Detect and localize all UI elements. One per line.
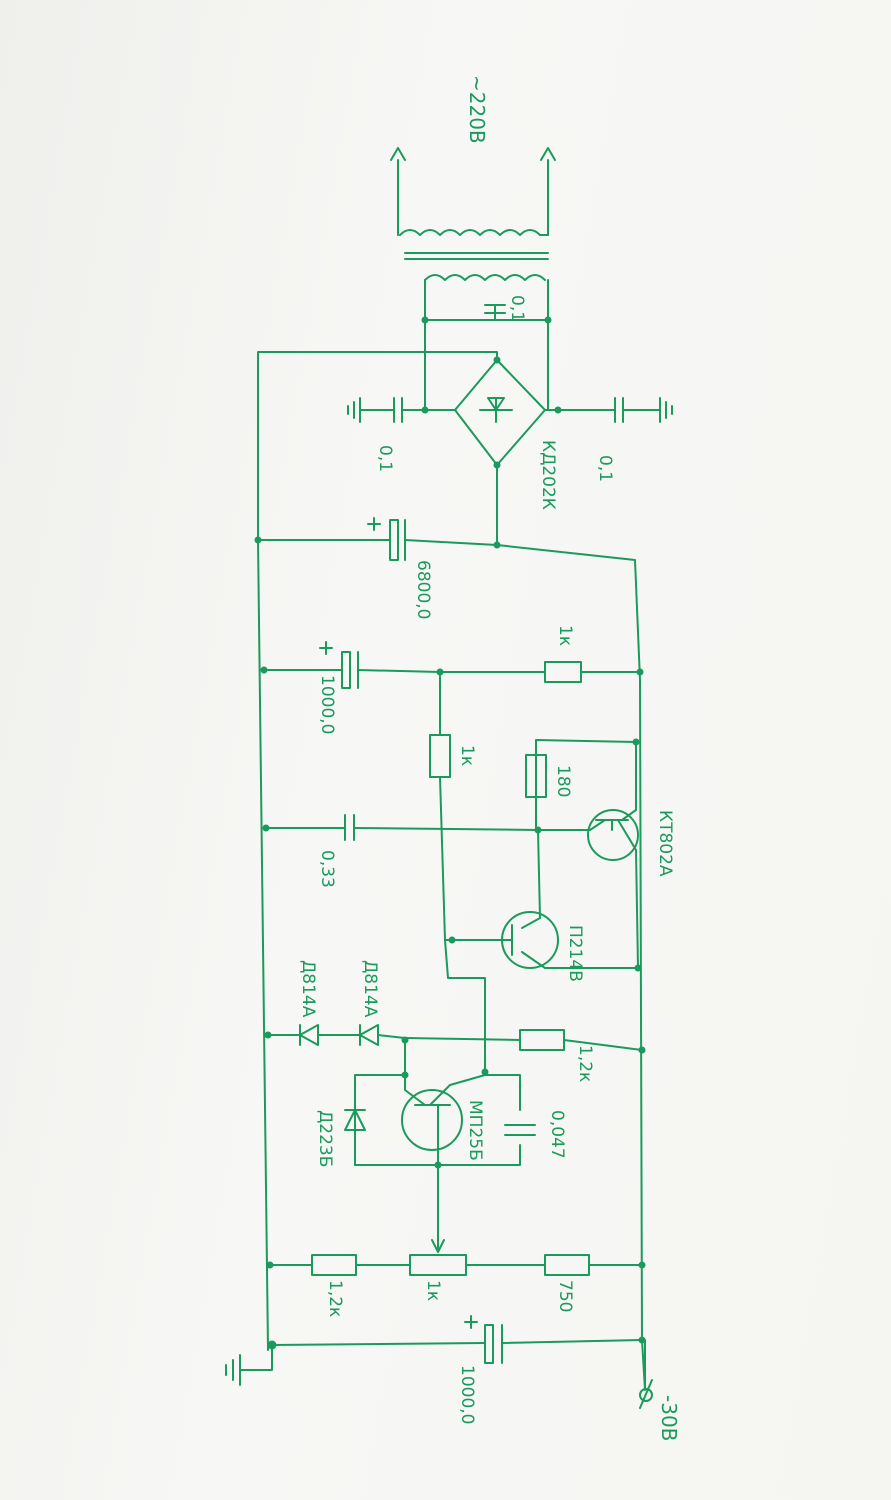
diode-bridge [257,319,562,546]
diode-label: Д223Б [315,1110,335,1167]
output-voltage-label: -30В [657,1395,681,1441]
supply-input-label: ~220В [465,75,489,144]
cap-033-label: 0,33 [317,850,337,888]
zener-1-label: Д814А [298,960,318,1018]
transistor-mp25b [354,1039,521,1169]
cap-1000-bottom-label: 1000,0 [457,1365,477,1424]
bridge-cap-left-label: 0,1 [375,445,395,472]
transformer-secondary [421,279,552,324]
zener-2-label: Д814А [360,960,380,1018]
bridge-cap-right-label: 0,1 [595,455,615,482]
cap-0047 [504,1124,536,1136]
bridge-cap-right [557,397,673,423]
cap-1000-top [260,641,444,689]
rails [254,536,646,1391]
res-12k-bottom-label: 1,2к [325,1280,345,1317]
bottom-divider [266,1164,646,1276]
transistor-p214v [444,829,639,969]
res-1k-mid [429,671,451,941]
main-capacitor [367,517,498,561]
bridge-label: КД202К [538,440,558,510]
cap-1000-top-label: 1000,0 [317,675,337,734]
mains-input [390,147,556,281]
bridge-cap-left [347,397,426,423]
res-1k-top-label: 1к [555,625,575,646]
diode-d223b [344,1109,366,1131]
cap-033 [262,814,539,841]
res-12k-top-label: 1,2к [575,1045,595,1082]
res-1k-mid-label: 1к [457,745,477,766]
res-750-label: 750 [555,1280,575,1312]
res-180-label: 180 [553,765,573,797]
ground-symbol [225,1344,273,1386]
transistor-mp-label: МП25Б [465,1100,485,1161]
pot-1k-label: 1к [423,1280,443,1301]
power-transistor-label: КТ802А [655,810,675,877]
output-terminal [639,1339,653,1409]
res-1k-top [439,661,644,683]
transformer-cap-label: 0,1 [507,295,527,322]
main-cap-label: 6800,0 [413,560,433,619]
transistor-kt802a [537,741,642,972]
cap-0047-label: 0,047 [547,1110,567,1159]
feed-wire [444,939,486,1071]
transistor-p214-label: П214В [565,925,585,982]
cap-1000-bottom [267,1315,646,1364]
